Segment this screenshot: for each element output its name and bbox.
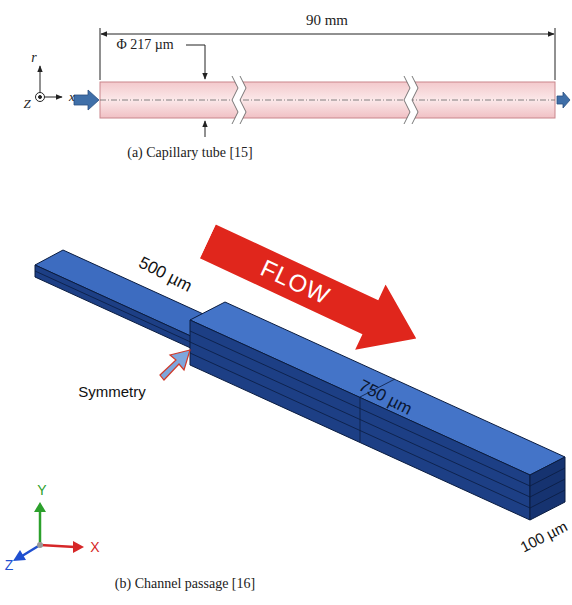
axis-label: X xyxy=(90,540,99,555)
dimension-label: 90 mm xyxy=(306,12,348,29)
channel-passage xyxy=(35,250,565,520)
dimension-line xyxy=(100,28,555,80)
figure-caption: (a) Capillary tube [15] xyxy=(127,145,253,160)
dimension-label: Φ 217 µm xyxy=(116,37,173,52)
arrow-shape xyxy=(193,209,432,371)
leader-line xyxy=(186,45,205,137)
capillary-tube xyxy=(100,76,555,124)
axis-label: Z xyxy=(23,97,30,111)
part-label: Symmetry xyxy=(78,384,146,401)
axis-triad xyxy=(13,502,84,561)
dimension-label: 100 µm xyxy=(518,518,570,556)
axis-label: Z xyxy=(5,558,14,573)
figure-caption: (b) Channel passage [16] xyxy=(115,576,255,591)
flow-arrow xyxy=(74,90,570,110)
axis-triad xyxy=(36,66,63,102)
axis-label: Y xyxy=(37,483,46,498)
axis-label: r xyxy=(31,50,36,65)
symmetry-arrow xyxy=(160,350,190,380)
axis-label: x xyxy=(69,90,75,104)
